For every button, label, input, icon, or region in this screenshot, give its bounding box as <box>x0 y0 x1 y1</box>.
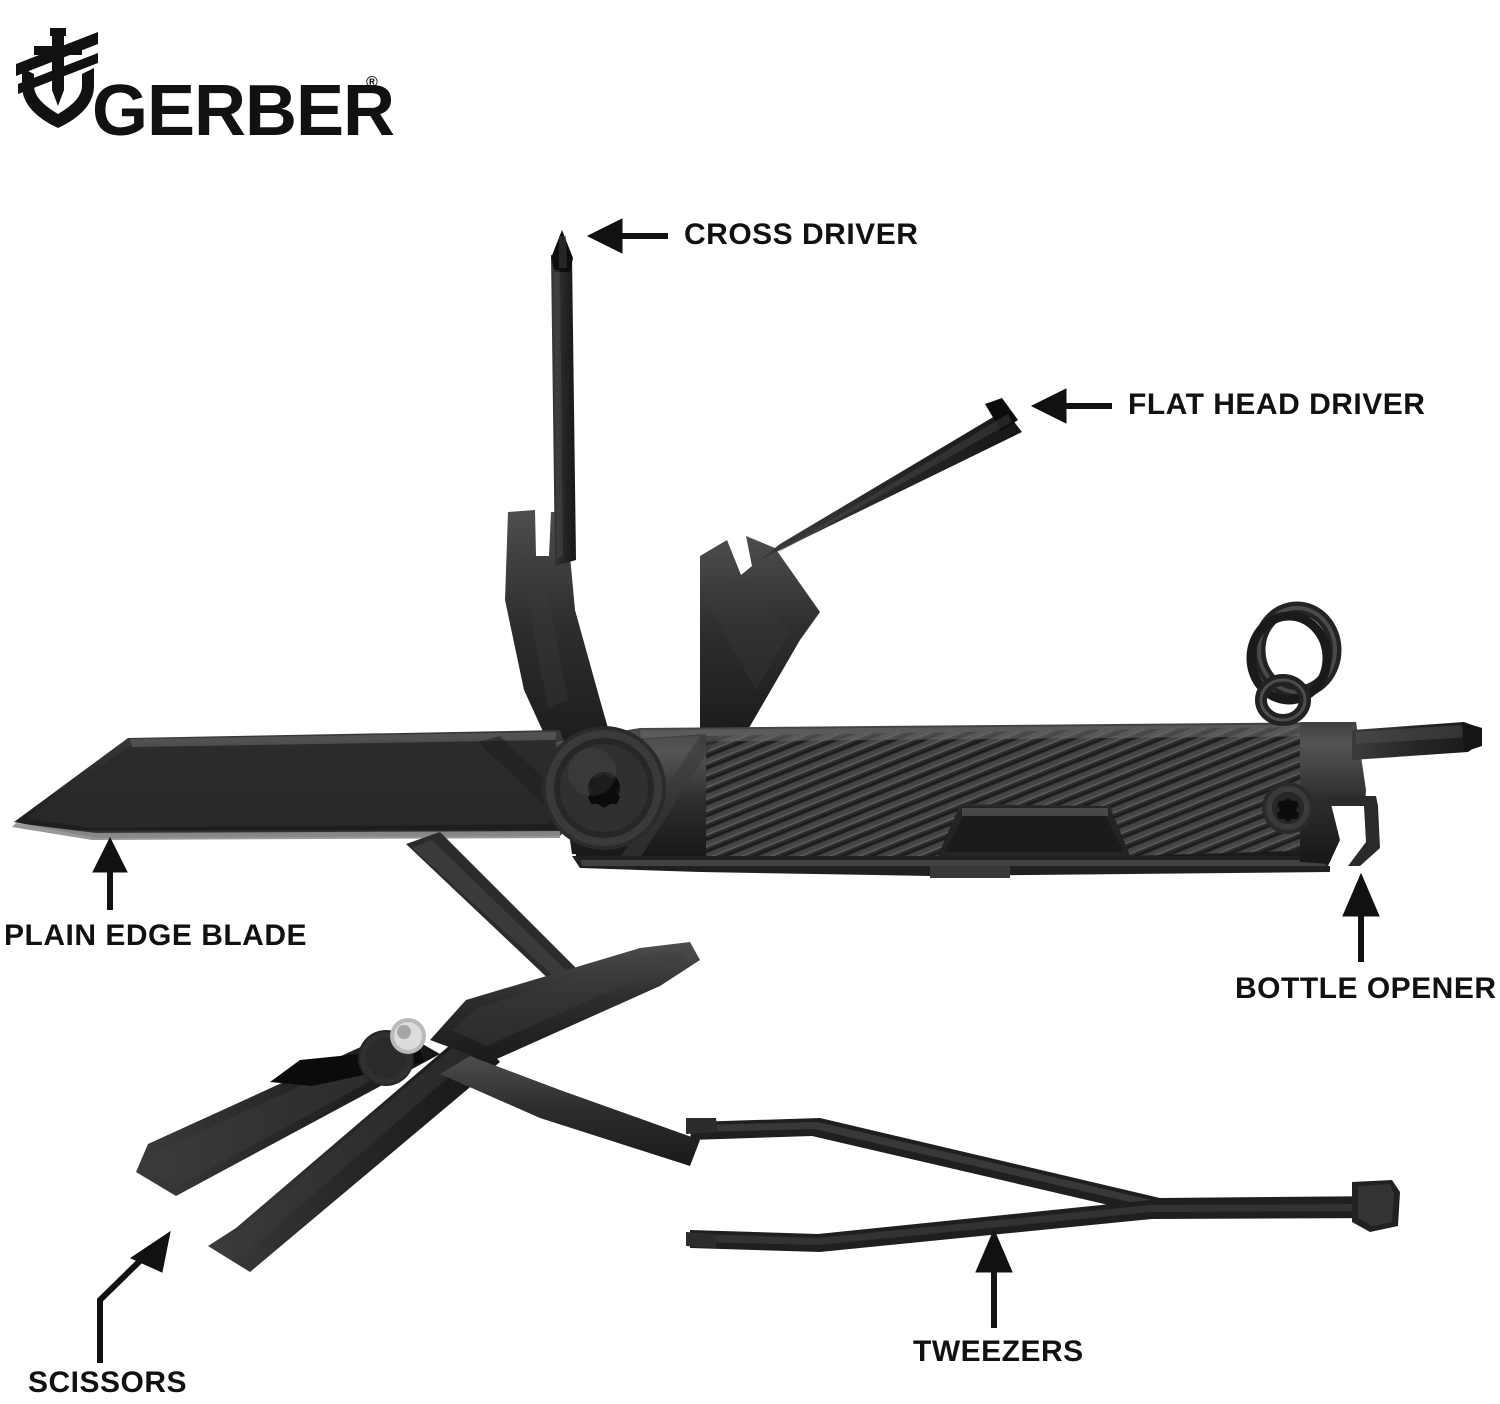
flat-head-driver-part <box>700 398 1022 742</box>
callout-label-bottle-opener: BOTTLE OPENER <box>1235 972 1497 1005</box>
gerber-logo: GERBER ® <box>14 28 395 151</box>
bottle-opener-part <box>1262 722 1482 866</box>
brand-wordmark: GERBER <box>92 71 395 151</box>
registered-trademark-mark: ® <box>366 74 378 91</box>
callout-label-plain-edge-blade: PLAIN EDGE BLADE <box>4 919 308 952</box>
keyring-part <box>1246 601 1342 726</box>
arrow-tweezers <box>975 1228 1013 1328</box>
callout-label-cross-driver: CROSS DRIVER <box>684 218 919 251</box>
scissors-part <box>136 832 700 1272</box>
callout-label-tweezers: TWEEZERS <box>913 1335 1084 1368</box>
plain-edge-blade-part <box>12 730 580 840</box>
arrow-plain-edge-blade <box>92 836 128 910</box>
tweezers-part <box>686 1118 1400 1252</box>
cross-driver-part <box>505 230 612 760</box>
callout-label-scissors: SCISSORS <box>28 1366 188 1399</box>
arrow-flat-head-driver <box>1030 388 1112 424</box>
callout-label-flat-head-driver: FLAT HEAD DRIVER <box>1128 388 1426 421</box>
arrow-scissors <box>97 1230 171 1363</box>
arrow-cross-driver <box>586 218 668 254</box>
gerber-sword-shield-icon <box>16 28 98 128</box>
pivot-screw <box>542 726 666 850</box>
arrow-bottle-opener <box>1342 872 1380 962</box>
